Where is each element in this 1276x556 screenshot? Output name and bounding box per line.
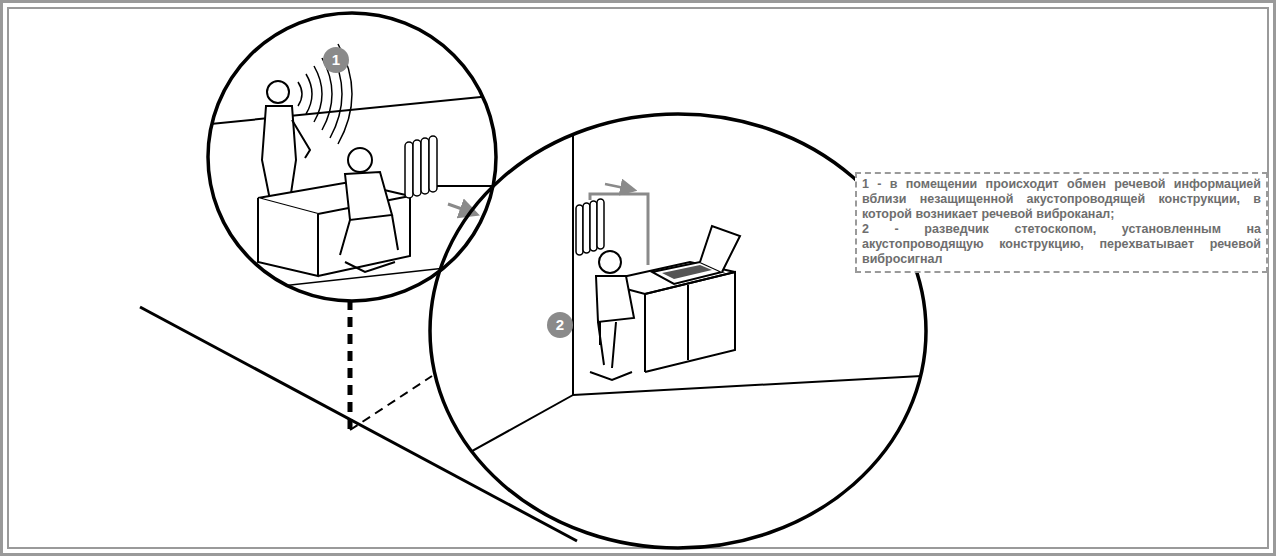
- ground-line: [140, 307, 577, 541]
- chair: [590, 322, 632, 380]
- chair-base: [345, 262, 395, 272]
- note-text: 2 - разведчик стетоскопом, установленным…: [862, 222, 1261, 267]
- laptop-keys: [662, 265, 712, 279]
- person-body: [596, 276, 634, 322]
- person-head: [267, 81, 289, 103]
- room-two-circle: [430, 114, 926, 548]
- sound-waves: [298, 44, 352, 144]
- room-one-circle: [208, 13, 496, 301]
- person-body: [345, 172, 392, 220]
- person-head: [599, 251, 621, 273]
- floor-line: [420, 395, 573, 480]
- radiator: [576, 199, 604, 255]
- floor-dashed-line: [350, 376, 432, 430]
- note-box: 1 - в помещении происходит обмен речевой…: [855, 172, 1268, 273]
- note-text: 1 - в помещении происходит обмен речевой…: [862, 177, 1261, 222]
- laptop-screen: [700, 226, 740, 272]
- callout-number: 2: [547, 312, 573, 338]
- signal-arrow: [605, 184, 634, 190]
- inner-frame: [8, 8, 1268, 548]
- chair-legs: [340, 215, 398, 255]
- room-two-scene: [420, 110, 940, 480]
- radiator: [405, 136, 500, 198]
- wall-dashed-line: [348, 300, 353, 430]
- person-body: [262, 106, 296, 200]
- wall-corner: [572, 110, 574, 395]
- person-head: [348, 148, 372, 172]
- person-arm: [292, 120, 310, 158]
- callout-number: 1: [323, 47, 349, 73]
- floor-line: [573, 375, 940, 395]
